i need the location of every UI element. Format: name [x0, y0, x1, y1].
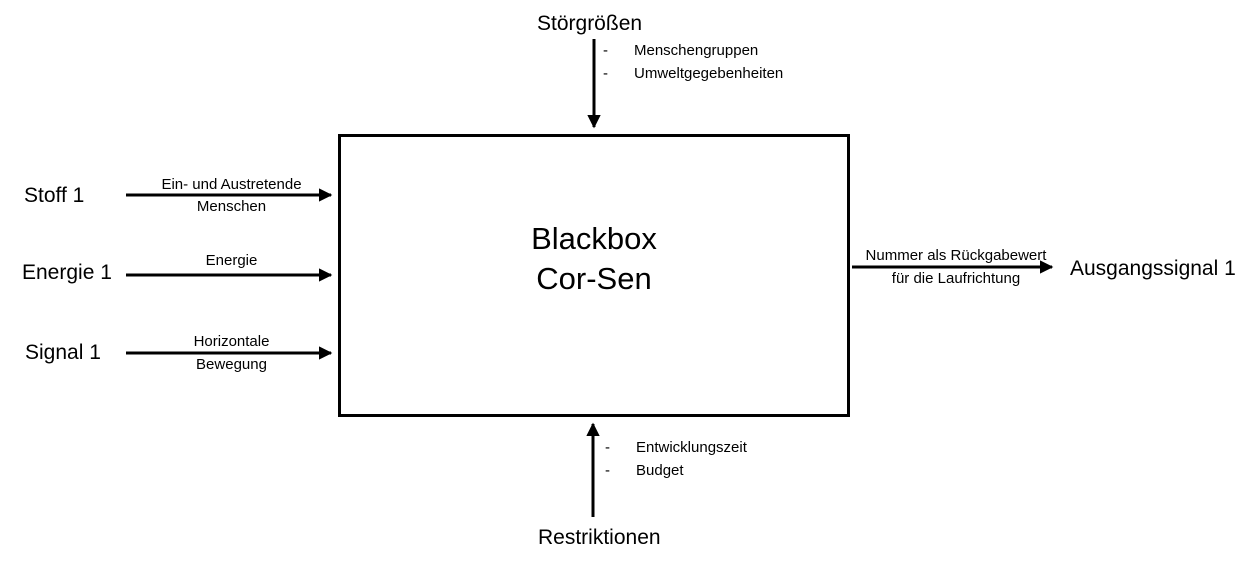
input-arrow-label-stoff-line1: Ein- und Austretende: [161, 176, 302, 193]
blackbox: Blackbox Cor-Sen: [338, 134, 850, 417]
restriction-list: - Entwicklungszeit - Budget: [605, 436, 747, 482]
output-arrow-label-line1: Nummer als Rückgabewert: [865, 247, 1047, 264]
input-arrow-label-energie: Energie: [205, 252, 258, 269]
list-item: - Umweltgegebenheiten: [603, 62, 783, 85]
blackbox-title: Blackbox Cor-Sen: [341, 219, 847, 299]
blackbox-title-line1: Blackbox: [531, 221, 657, 256]
list-item: - Entwicklungszeit: [605, 436, 747, 459]
blackbox-title-line2: Cor-Sen: [536, 261, 652, 296]
bullet-dash: -: [605, 462, 610, 479]
list-item-label: Entwicklungszeit: [636, 439, 747, 456]
list-item: - Budget: [605, 459, 747, 482]
input-arrow-label-stoff-line2: Menschen: [196, 198, 267, 215]
disturbance-list: - Menschengruppen - Umweltgegebenheiten: [603, 39, 783, 85]
input-name-signal: Signal 1: [25, 341, 101, 364]
input-name-stoff: Stoff 1: [24, 184, 85, 207]
list-item: - Menschengruppen: [603, 39, 783, 62]
bullet-dash: -: [603, 42, 608, 59]
input-name-energie: Energie 1: [22, 261, 112, 284]
list-item-label: Umweltgegebenheiten: [634, 65, 784, 82]
input-arrow-label-signal-line2: Bewegung: [196, 356, 267, 373]
output-name: Ausgangssignal 1: [1070, 257, 1236, 280]
input-arrow-label-signal-line1: Horizontale: [193, 333, 270, 350]
list-item-label: Budget: [636, 462, 684, 479]
bullet-dash: -: [603, 65, 608, 82]
bullet-dash: -: [605, 439, 610, 456]
restriction-title: Restriktionen: [538, 526, 661, 549]
output-arrow-label-line2: für die Laufrichtung: [891, 270, 1021, 287]
disturbance-title: Störgrößen: [537, 12, 643, 35]
list-item-label: Menschengruppen: [634, 42, 759, 59]
